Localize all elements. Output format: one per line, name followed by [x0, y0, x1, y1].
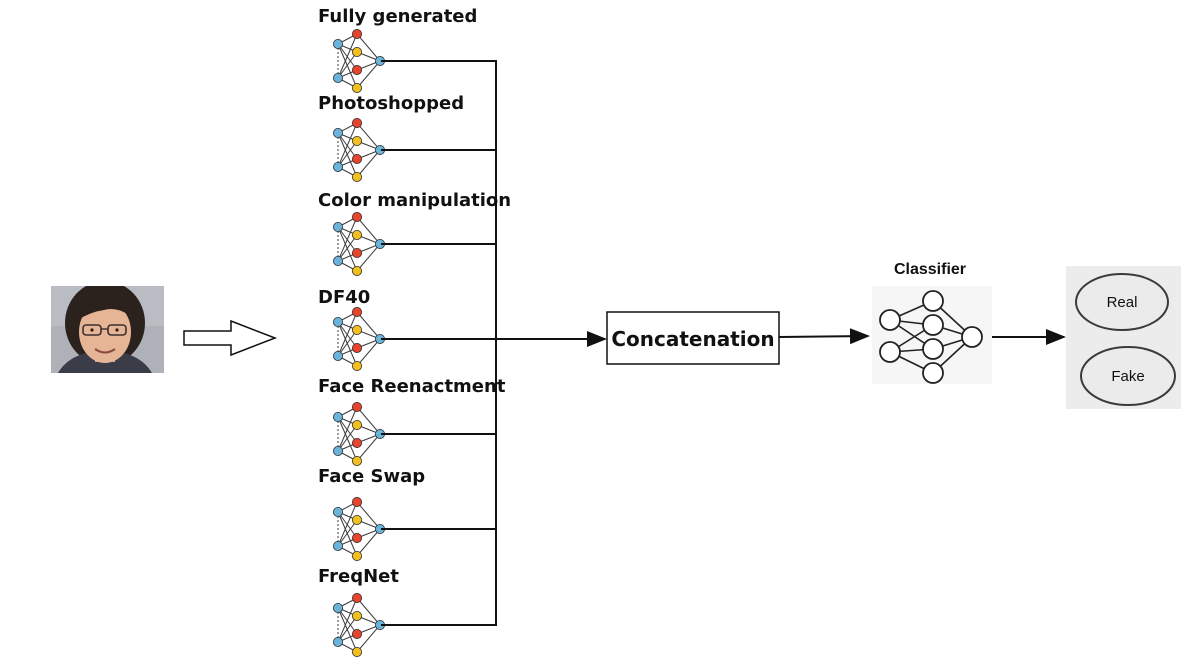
branch-connectors: [381, 60, 497, 626]
output-fake-label: Fake: [1111, 368, 1144, 385]
branch-network-icon: [332, 401, 385, 466]
input-face-photo-icon: [51, 286, 164, 373]
concatenation-label: Concatenation: [611, 327, 774, 351]
branch-label-freqnet: FreqNet: [318, 566, 399, 587]
branch-label-color-manipulation: Color manipulation: [318, 190, 511, 211]
classifier-network-icon: [872, 286, 992, 384]
concatenation-to-classifier-arrow: [778, 328, 870, 345]
input-arrow-icon: [183, 319, 278, 357]
branch-network-icon: [332, 211, 385, 276]
branch-network-icon: [332, 118, 385, 182]
branch-label-df40: DF40: [318, 287, 370, 308]
output-fake-ellipse: [1080, 346, 1176, 406]
branch-network-icon: [332, 496, 385, 562]
branch-network-icon: [332, 306, 385, 371]
concatenation-box: Concatenation: [606, 311, 780, 365]
branch-label-face-reenactment: Face Reenactment: [318, 376, 506, 397]
classifier-title: Classifier: [894, 261, 966, 278]
branch-label-face-swap: Face Swap: [318, 466, 425, 487]
branch-networks: [332, 28, 385, 658]
branch-label-fully-generated: Fully generated: [318, 6, 477, 27]
branch-label-photoshopped: Photoshopped: [318, 93, 464, 114]
branch-network-icon: [332, 593, 385, 658]
output-real-label: Real: [1107, 294, 1138, 311]
output-panel: Real Fake: [1066, 266, 1181, 409]
output-real-ellipse: [1075, 273, 1169, 331]
branch-network-icon: [332, 28, 385, 94]
